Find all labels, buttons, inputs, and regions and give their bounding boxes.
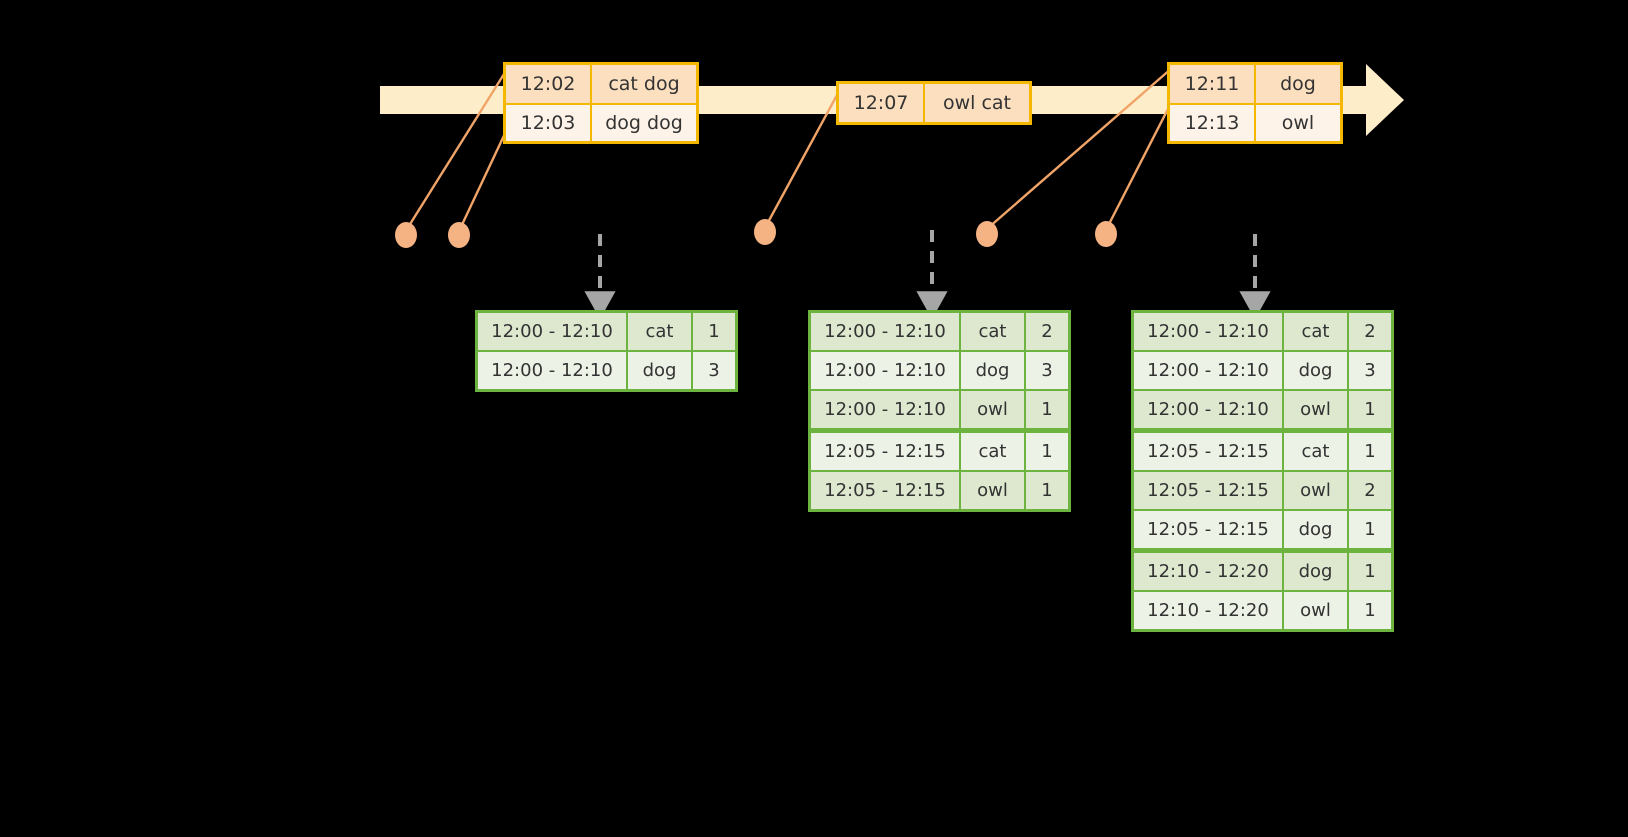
event-time: 12:13 bbox=[1170, 105, 1256, 141]
word-cell: cat bbox=[1284, 433, 1347, 470]
window-range-cell: 12:05 - 12:15 bbox=[811, 433, 959, 470]
event-time: 12:07 bbox=[839, 84, 925, 122]
connector-line-1207 bbox=[764, 83, 845, 227]
window-range-cell: 12:00 - 12:10 bbox=[478, 352, 626, 389]
word-cell: owl bbox=[1284, 472, 1347, 509]
window-range-cell: 12:10 - 12:20 bbox=[1134, 592, 1282, 629]
word-cell: dog bbox=[961, 352, 1024, 389]
count-cell: 2 bbox=[1349, 313, 1391, 350]
count-cell: 1 bbox=[1026, 391, 1068, 428]
word-cell: dog bbox=[1284, 511, 1347, 548]
event-group-3[interactable]: 12:11 dog 12:13 owl bbox=[1167, 62, 1343, 144]
emit-arrows bbox=[584, 230, 1271, 320]
count-cell: 1 bbox=[1349, 511, 1391, 548]
event-row[interactable]: 12:03 dog dog bbox=[506, 103, 696, 141]
dot-1207 bbox=[754, 219, 776, 245]
event-time: 12:11 bbox=[1170, 65, 1256, 103]
window-range-cell: 12:00 - 12:10 bbox=[1134, 352, 1282, 389]
window-range-cell: 12:00 - 12:10 bbox=[811, 391, 959, 428]
word-cell: owl bbox=[961, 472, 1024, 509]
word-cell: cat bbox=[961, 433, 1024, 470]
word-cell: cat bbox=[961, 313, 1024, 350]
connector-line-1203 bbox=[458, 126, 510, 230]
word-cell: dog bbox=[1284, 352, 1347, 389]
event-time: 12:03 bbox=[506, 105, 592, 141]
dot-1203 bbox=[448, 222, 470, 248]
window-range-cell: 12:00 - 12:10 bbox=[1134, 313, 1282, 350]
count-cell: 3 bbox=[693, 352, 735, 389]
count-cell: 3 bbox=[1349, 352, 1391, 389]
event-words: dog bbox=[1256, 65, 1340, 103]
window-range-cell: 12:00 - 12:10 bbox=[1134, 391, 1282, 428]
event-words: dog dog bbox=[592, 105, 696, 141]
word-cell: cat bbox=[1284, 313, 1347, 350]
event-row[interactable]: 12:02 cat dog bbox=[506, 65, 696, 103]
count-cell: 1 bbox=[1026, 472, 1068, 509]
event-words: owl cat bbox=[925, 84, 1029, 122]
connector-line-1213 bbox=[1105, 104, 1172, 229]
event-group-1[interactable]: 12:02 cat dog 12:03 dog dog bbox=[503, 62, 699, 144]
event-words: cat dog bbox=[592, 65, 696, 103]
event-group-2[interactable]: 12:07 owl cat bbox=[836, 81, 1032, 125]
window-range-cell: 12:00 - 12:10 bbox=[478, 313, 626, 350]
event-row[interactable]: 12:11 dog bbox=[1170, 65, 1340, 103]
window-range-cell: 12:00 - 12:10 bbox=[811, 352, 959, 389]
word-cell: dog bbox=[1284, 553, 1347, 590]
window-range-cell: 12:05 - 12:15 bbox=[1134, 433, 1282, 470]
word-cell: owl bbox=[1284, 391, 1347, 428]
event-words: owl bbox=[1256, 105, 1340, 141]
window-range-cell: 12:05 - 12:15 bbox=[1134, 472, 1282, 509]
dot-1213 bbox=[1095, 221, 1117, 247]
word-cell: cat bbox=[628, 313, 691, 350]
dot-1211 bbox=[976, 221, 998, 247]
connector-line-1202 bbox=[405, 65, 511, 230]
event-row[interactable]: 12:07 owl cat bbox=[839, 84, 1029, 122]
dot-1202 bbox=[395, 222, 417, 248]
window-range-cell: 12:10 - 12:20 bbox=[1134, 553, 1282, 590]
count-cell: 1 bbox=[1349, 592, 1391, 629]
event-row[interactable]: 12:13 owl bbox=[1170, 103, 1340, 141]
window-range-cell: 12:05 - 12:15 bbox=[1134, 511, 1282, 548]
count-cell: 2 bbox=[1349, 472, 1391, 509]
count-cell: 1 bbox=[1026, 433, 1068, 470]
window-range-cell: 12:05 - 12:15 bbox=[811, 472, 959, 509]
word-cell: owl bbox=[1284, 592, 1347, 629]
count-cell: 1 bbox=[1349, 553, 1391, 590]
count-cell: 3 bbox=[1026, 352, 1068, 389]
count-cell: 1 bbox=[1349, 433, 1391, 470]
count-cell: 1 bbox=[693, 313, 735, 350]
word-cell: owl bbox=[961, 391, 1024, 428]
event-time: 12:02 bbox=[506, 65, 592, 103]
count-cell: 2 bbox=[1026, 313, 1068, 350]
window-range-cell: 12:00 - 12:10 bbox=[811, 313, 959, 350]
count-cell: 1 bbox=[1349, 391, 1391, 428]
connector-dots bbox=[395, 219, 1117, 248]
word-cell: dog bbox=[628, 352, 691, 389]
